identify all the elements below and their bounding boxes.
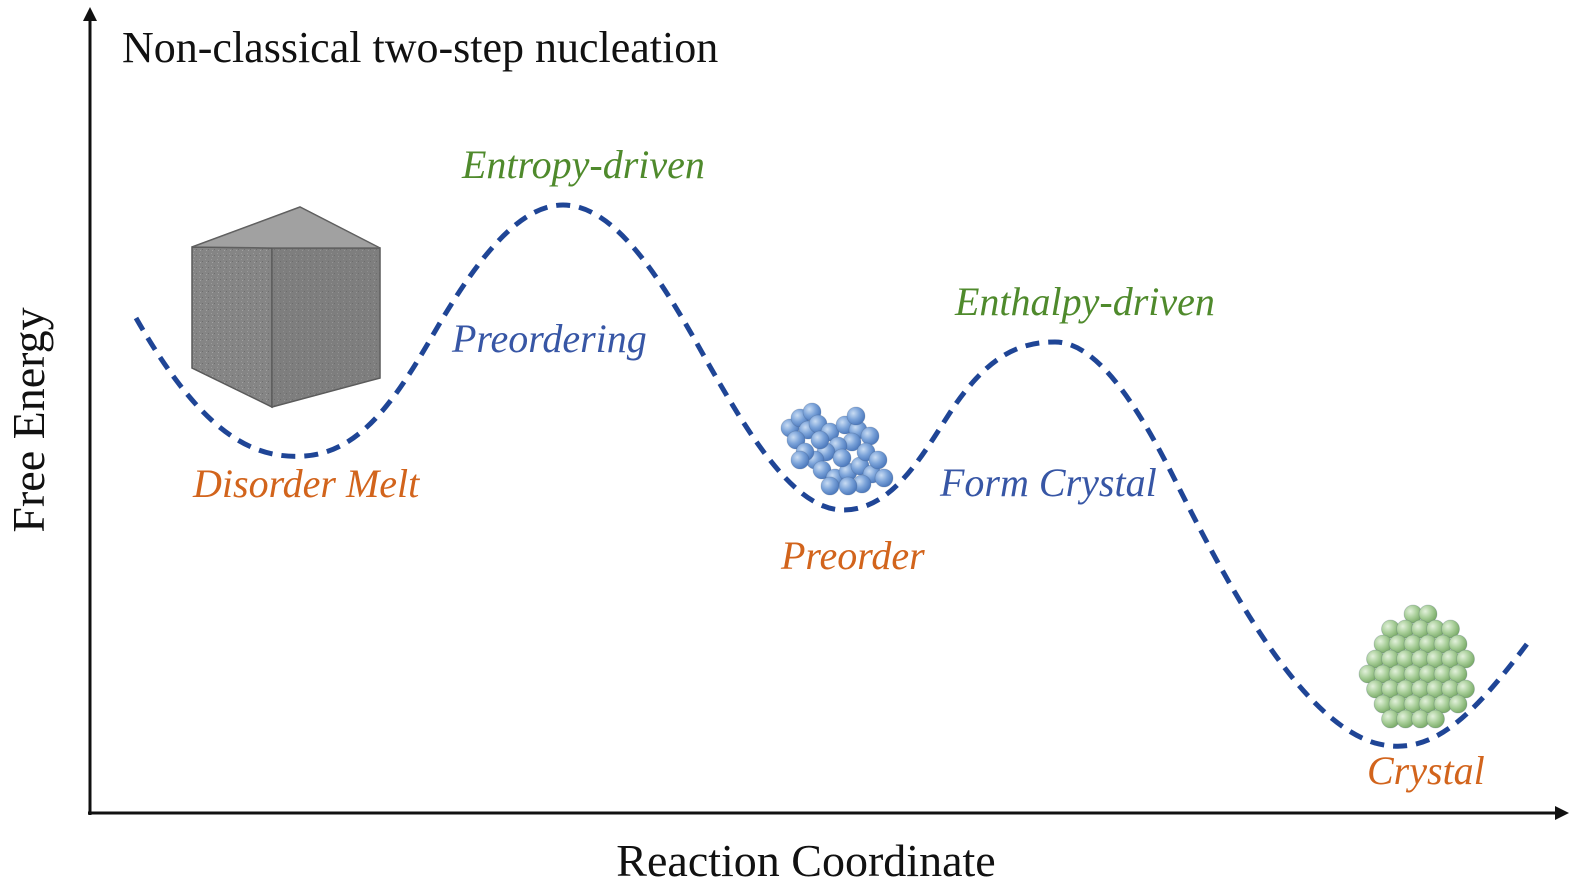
- disorder-melt-label: Disorder Melt: [192, 461, 420, 506]
- preorder-label: Preorder: [780, 533, 925, 578]
- enthalpy-driven-label: Enthalpy-driven: [954, 279, 1215, 324]
- blue-sphere: [860, 426, 880, 446]
- blue-sphere: [832, 448, 852, 468]
- blue-sphere: [820, 476, 840, 496]
- green-sphere: [1448, 634, 1468, 654]
- blue-sphere: [868, 450, 888, 470]
- blue-sphere: [790, 450, 810, 470]
- disorder-melt-cube: [191, 206, 381, 409]
- preordering-label: Preordering: [451, 316, 647, 361]
- y-axis-label: Free Energy: [3, 307, 54, 532]
- green-sphere: [1441, 619, 1460, 639]
- blue-sphere: [810, 430, 830, 450]
- green-sphere: [1456, 679, 1475, 699]
- green-sphere: [1448, 694, 1468, 714]
- entropy-driven-label: Entropy-driven: [461, 142, 705, 187]
- green-sphere: [1448, 664, 1468, 684]
- blue-sphere: [874, 468, 894, 488]
- crystal-label: Crystal: [1367, 748, 1485, 793]
- blue-sphere: [846, 406, 866, 426]
- green-sphere: [1456, 649, 1475, 669]
- diagram-title: Non-classical two-step nucleation: [122, 23, 718, 72]
- form-crystal-label: Form Crystal: [939, 460, 1157, 505]
- crystal-sphere-cluster: [1358, 604, 1475, 729]
- green-sphere: [1426, 709, 1445, 729]
- preorder-sphere-cluster: [780, 402, 894, 496]
- blue-sphere: [838, 476, 858, 496]
- x-axis-label: Reaction Coordinate: [616, 835, 995, 886]
- green-sphere: [1418, 604, 1438, 624]
